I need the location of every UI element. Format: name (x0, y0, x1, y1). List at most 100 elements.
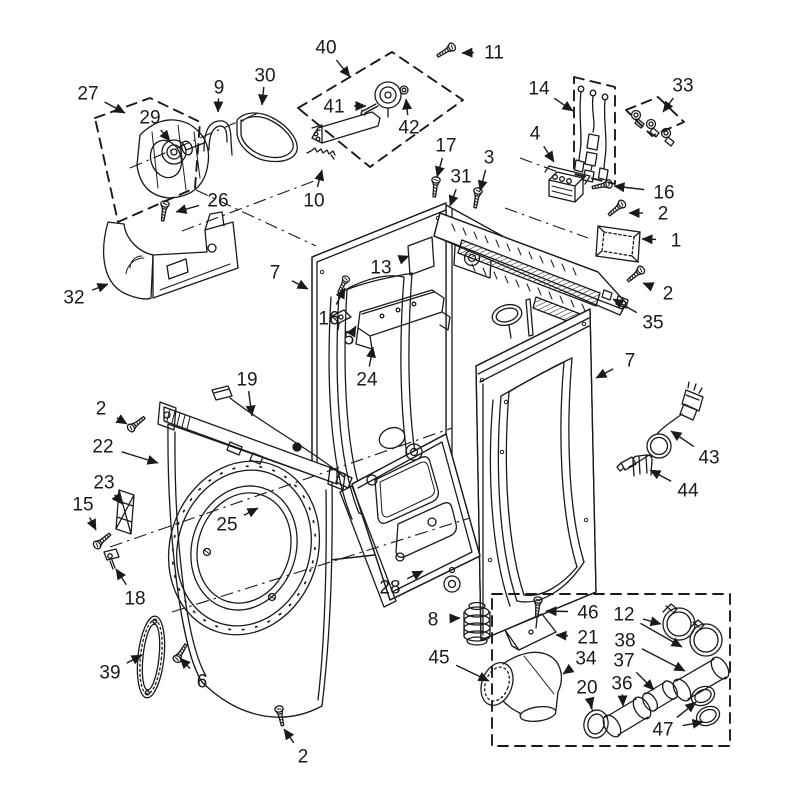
callout-label-5: 5 (344, 329, 355, 350)
callout-label-9: 9 (214, 78, 225, 99)
cover-bracket-1 (595, 225, 641, 263)
callout-leader (642, 282, 655, 292)
duct-tube-38 (672, 656, 730, 702)
callout-leader (366, 346, 376, 367)
callout-label-27: 27 (77, 84, 98, 105)
door-ring-screws (202, 547, 277, 602)
callout-leader (283, 728, 295, 744)
callout-leader (111, 492, 123, 505)
callout-leader (613, 182, 645, 193)
callout-label-12: 12 (613, 605, 634, 626)
cord-clip-44 (632, 454, 653, 477)
callout-leader (649, 469, 672, 482)
callout-label-45: 45 (428, 648, 449, 669)
cabinet-base (339, 433, 481, 608)
alignment-axis-lines (129, 112, 589, 247)
callout-leader (617, 694, 628, 707)
callout-label-26: 26 (207, 191, 228, 212)
callout-label-23: 23 (93, 473, 114, 494)
callout-label-14: 14 (528, 79, 550, 100)
callout-leader (159, 129, 171, 142)
top-brace (157, 401, 346, 491)
callout-leader (545, 606, 569, 617)
callout-label-2: 2 (298, 747, 309, 768)
callout-label-43: 43 (698, 448, 719, 469)
callout-label-17: 17 (435, 136, 456, 157)
callout-leader (553, 97, 574, 112)
callout-leader (455, 664, 490, 682)
door-opening (167, 460, 321, 636)
callout-leader (584, 696, 595, 709)
callout-label-10: 10 (303, 191, 324, 212)
clamp-ring-20 (583, 705, 609, 739)
callout-label-13: 13 (370, 258, 391, 279)
duct-ring (491, 303, 523, 327)
callout-label-6: 6 (197, 672, 208, 693)
idler-bracket (203, 120, 233, 156)
callout-label-37: 37 (613, 651, 634, 672)
door-hinge-23 (115, 489, 135, 535)
callout-leader (115, 414, 128, 425)
callout-leader (86, 517, 97, 531)
callout-label-28: 28 (379, 578, 400, 599)
gasket-bar (525, 298, 534, 337)
callout-label-19: 19 (236, 370, 257, 391)
idler-dashed-box (297, 51, 464, 168)
motor-pulley (161, 139, 193, 165)
callout-label-30: 30 (254, 66, 275, 87)
callout-label-21: 21 (577, 628, 598, 649)
callout-leader (555, 630, 569, 641)
callout-label-38: 38 (614, 631, 635, 652)
callout-leader (314, 169, 325, 188)
callout-leader (115, 568, 127, 586)
callout-leader (642, 616, 662, 627)
callout-leader (448, 188, 459, 207)
idler-arm (311, 111, 381, 144)
callout-leader (179, 657, 191, 670)
callout-label-41: 41 (323, 97, 344, 118)
clamps-12 (662, 603, 723, 657)
callout-leader (335, 59, 351, 78)
callout-label-16: 16 (653, 183, 674, 204)
callout-leader (121, 451, 159, 465)
callout-leader (397, 255, 410, 265)
callout-leader (595, 368, 614, 379)
callout-label-22: 22 (92, 437, 113, 458)
callout-leader (335, 287, 346, 305)
callout-label-4: 4 (530, 124, 541, 145)
callout-leader (245, 391, 256, 417)
callout-label-8: 8 (428, 610, 439, 631)
callout-label-24: 24 (356, 370, 378, 391)
callout-label-2: 2 (663, 284, 674, 305)
callout-label-2: 2 (96, 399, 107, 420)
callout-label-34: 34 (575, 649, 597, 670)
callout-leader (213, 98, 224, 113)
callout-label-11: 11 (484, 43, 504, 64)
callout-label-36: 36 (611, 674, 632, 695)
clamp-5 (331, 309, 352, 331)
callout-leader (402, 98, 413, 116)
rear-bulkhead (429, 175, 629, 316)
callout-leader (406, 570, 424, 581)
support-bracket-24 (331, 274, 451, 350)
callout-label-25: 25 (216, 515, 237, 536)
callout-label-32: 32 (63, 288, 84, 309)
callout-leader (104, 101, 126, 114)
motor-bracket (103, 211, 239, 300)
callout-label-15: 15 (72, 495, 93, 516)
hinge-nut-18 (103, 548, 120, 570)
callout-leader (435, 157, 445, 178)
callout-leader (640, 622, 683, 648)
leveling-leg (463, 601, 491, 646)
callout-label-46: 46 (577, 603, 598, 624)
callout-label-39: 39 (99, 663, 120, 684)
callout-leader (670, 430, 695, 448)
damper-pad-13 (407, 236, 435, 276)
callout-leader (291, 279, 309, 290)
duct-tube-37 (642, 680, 678, 712)
callout-leader (612, 298, 638, 314)
power-cord (616, 381, 704, 477)
panel-hole (378, 426, 406, 450)
callout-label-16: 16 (318, 309, 339, 330)
callout-label-44: 44 (677, 481, 699, 502)
